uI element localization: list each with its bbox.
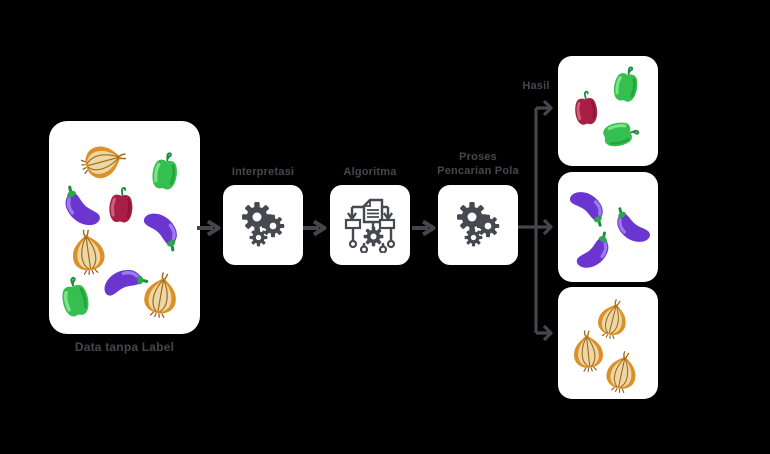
step-box-algoritma [330,185,410,265]
step-box-proses-pencarian-pola [438,185,518,265]
cluster-box-peppers [558,56,658,166]
green-pepper [596,110,643,157]
step-box-interpretasi [223,185,303,265]
green-pepper [603,61,649,107]
output-label: Hasil [522,80,550,92]
onion [133,266,189,322]
gears-icon [457,202,500,247]
green-pepper [49,272,101,324]
step-label-proses-pencarian-pola: Proses Pencarian Pola [437,151,519,177]
flow-arrow-icon [303,219,327,237]
onion [596,345,648,397]
gears-icon [242,202,285,247]
flow-arrow-icon [197,219,221,237]
eggplant [133,199,195,261]
input-data-label: Data tanpa Label [74,340,175,354]
green-pepper [142,148,189,195]
flow-arrow-icon [412,219,436,237]
cluster-box-onions [558,287,658,399]
step-label-algoritma: Algoritma [343,166,397,178]
step-label-interpretasi: Interpretasi [231,166,295,178]
algorithm-flowchart-icon [344,198,396,253]
input-data-box [49,121,200,334]
cluster-box-eggplants [558,172,658,282]
branch-arrows-icon [518,99,553,342]
